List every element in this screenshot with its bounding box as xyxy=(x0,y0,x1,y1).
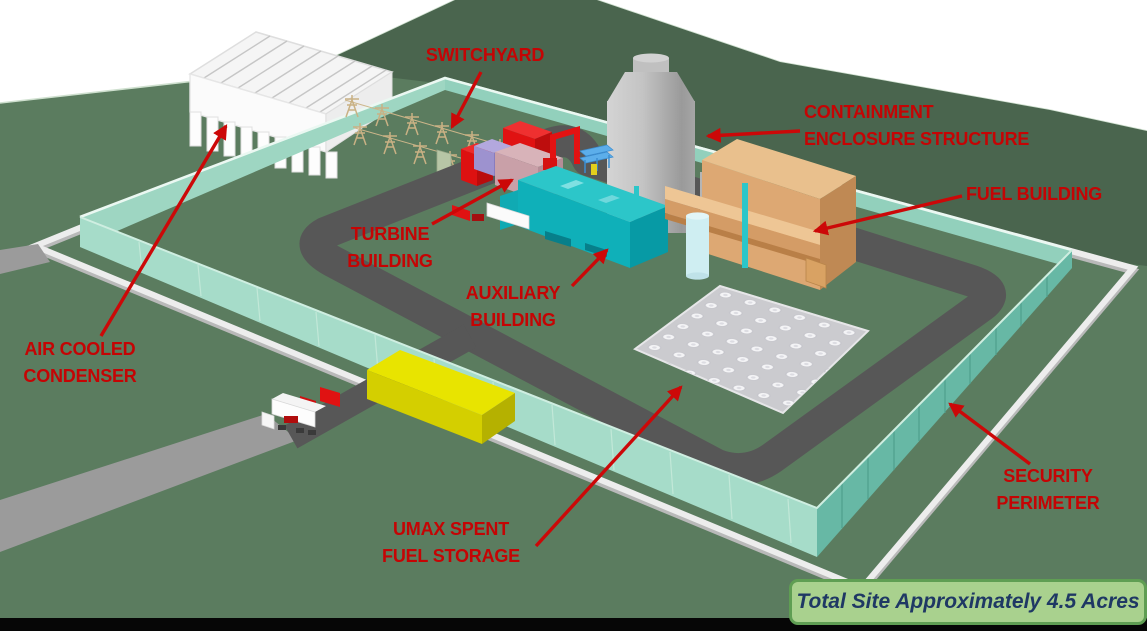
total-site-callout: Total Site Approximately 4.5 Acres xyxy=(789,579,1147,625)
fuel-building-arrow xyxy=(812,194,963,236)
air-cooled-condenser-arrow xyxy=(99,124,228,337)
label-switchyard: SWITCHYARD xyxy=(425,45,545,65)
yellow-warehouse xyxy=(367,350,515,444)
label-security-perimeter: SECURITY PERIMETER xyxy=(996,466,1100,513)
outer-side-road xyxy=(0,244,50,274)
label-fuel-building: FUEL BUILDING xyxy=(966,184,1103,204)
label-turbine-building: TURBINE BUILDING xyxy=(347,224,433,271)
umax-spent-fuel-pad xyxy=(633,284,870,415)
far-field xyxy=(310,0,1147,266)
vent-cylinder xyxy=(686,212,709,280)
outer-access-road xyxy=(0,414,298,552)
gate-truck xyxy=(261,387,340,435)
switchyard-arrow xyxy=(450,71,483,129)
auxiliary-building-arrow xyxy=(570,248,609,288)
turbine-building-arrow xyxy=(431,178,514,226)
label-umax-spent-fuel: UMAX SPENT FUEL STORAGE xyxy=(382,519,520,566)
label-auxiliary-building: AUXILIARY BUILDING xyxy=(465,283,561,330)
fuel-building-structure xyxy=(665,139,856,290)
air-cooled-condenser-structure xyxy=(188,31,394,179)
security-perimeter-arrow xyxy=(948,402,1032,466)
umax-arrow xyxy=(534,385,683,548)
label-containment: CONTAINMENT ENCLOSURE STRUCTURE xyxy=(804,102,1030,149)
label-air-cooled-condenser: AIR COOLED CONDENSER xyxy=(23,339,137,386)
containment-arrow xyxy=(705,127,801,143)
